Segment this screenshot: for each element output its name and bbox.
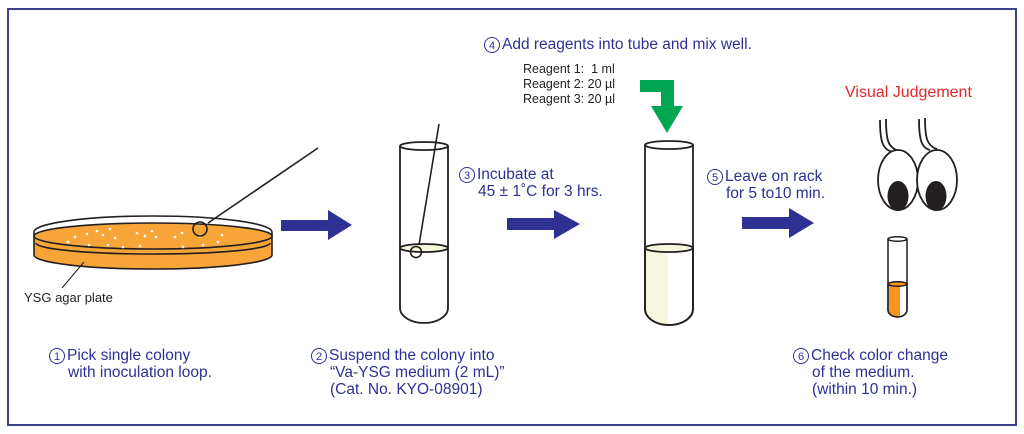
step-5-line-1: Leave on rack: [725, 168, 823, 185]
step-6-line-2: of the medium.: [812, 364, 915, 381]
petri-dish-icon: [33, 215, 273, 270]
step-4-line-1: Add reagents into tube and mix well.: [502, 36, 752, 53]
arrow-right-icon: [507, 210, 580, 239]
arrow-right-icon: [281, 210, 352, 240]
step-3-number: 3: [459, 167, 475, 183]
visual-judgement-label: Visual Judgement: [845, 84, 972, 101]
test-tube-icon: [887, 236, 908, 318]
plate-label-leader: [61, 261, 85, 289]
step-1-number: 1: [49, 348, 65, 364]
step-6-line-3: (within 10 min.): [812, 381, 918, 398]
step-1-line-2: with inoculation loop.: [68, 364, 212, 381]
step-6-number: 6: [793, 348, 809, 364]
step-3-line-1: Incubate at: [477, 166, 554, 183]
eyes-icon: [877, 117, 958, 211]
step-2-number: 2: [311, 348, 327, 364]
reagent-3: Reagent 3: 20 µl: [523, 92, 615, 106]
reagent-list: Reagent 1: 1 ml Reagent 2: 20 µl Reagent…: [523, 62, 615, 107]
test-tube-icon: [644, 140, 694, 326]
step-1-line-1: Pick single colony: [67, 347, 191, 364]
step-3-line-2: 45 ± 1˚C for 3 hrs.: [478, 183, 603, 200]
test-tube-icon: [399, 141, 449, 324]
diagram-frame: [7, 8, 1017, 426]
reagent-1: Reagent 1: 1 ml: [523, 62, 615, 76]
step-2-line-3: (Cat. No. KYO-08901): [330, 381, 483, 398]
step-2-line-2: “Va-YSG medium (2 mL)”: [330, 364, 505, 381]
step-2-line-1: Suspend the colony into: [329, 347, 495, 364]
colony-dots: [66, 227, 224, 249]
arrow-right-icon: [742, 208, 814, 238]
inoculation-loop-icon: [409, 123, 440, 259]
step-4-number: 4: [484, 37, 500, 53]
arrow-down-icon: [640, 80, 683, 133]
plate-label: YSG agar plate: [24, 290, 113, 305]
step-5-number: 5: [707, 169, 723, 185]
inoculation-loop-icon: [192, 147, 319, 237]
step-5-line-2: for 5 to10 min.: [726, 185, 826, 202]
reagent-2: Reagent 2: 20 µl: [523, 77, 615, 91]
step-6-line-1: Check color change: [811, 347, 948, 364]
